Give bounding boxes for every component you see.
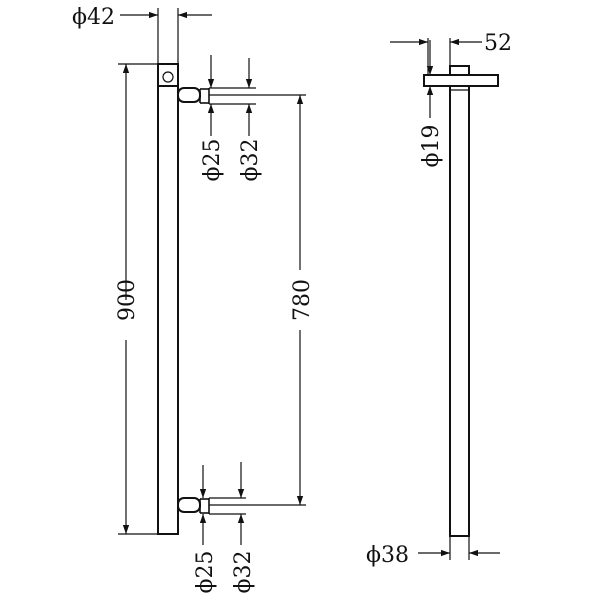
dim-bracket-spacing: 780 <box>209 94 315 506</box>
dim-lower-diameters: ϕ25 ϕ32 <box>193 462 256 594</box>
rod-dia-label: ϕ19 <box>419 125 444 168</box>
front-top-screw <box>162 71 174 83</box>
projection-label: 52 <box>484 31 512 56</box>
dim-total-height: 900 <box>115 63 158 535</box>
side-rod <box>423 74 499 87</box>
front-view: ϕ42 900 780 ϕ25 ϕ32 <box>72 5 315 594</box>
front-top-cap <box>157 63 179 87</box>
side-post <box>449 65 470 537</box>
dim-post-diameter: ϕ38 <box>366 536 500 568</box>
upper-inner-dia-label: ϕ25 <box>200 139 225 182</box>
total-height-label: 900 <box>115 279 140 321</box>
upper-outer-dia-label: ϕ32 <box>238 139 263 182</box>
top-width-label: ϕ42 <box>72 5 115 30</box>
side-view: 52 ϕ19 ϕ38 <box>366 31 512 568</box>
bracket-spacing-label: 780 <box>290 279 315 321</box>
dim-top-width: ϕ42 <box>72 5 212 64</box>
dim-projection: 52 <box>390 31 512 75</box>
lower-inner-dia-label: ϕ25 <box>193 551 218 594</box>
dim-upper-diameters: ϕ25 ϕ32 <box>200 55 263 182</box>
upper-bracket <box>177 87 210 104</box>
post-dia-label: ϕ38 <box>366 543 409 568</box>
lower-bracket <box>177 497 210 514</box>
dim-rod-diameter: ϕ19 <box>419 40 444 168</box>
lower-outer-dia-label: ϕ32 <box>231 551 256 594</box>
front-post <box>157 63 179 535</box>
